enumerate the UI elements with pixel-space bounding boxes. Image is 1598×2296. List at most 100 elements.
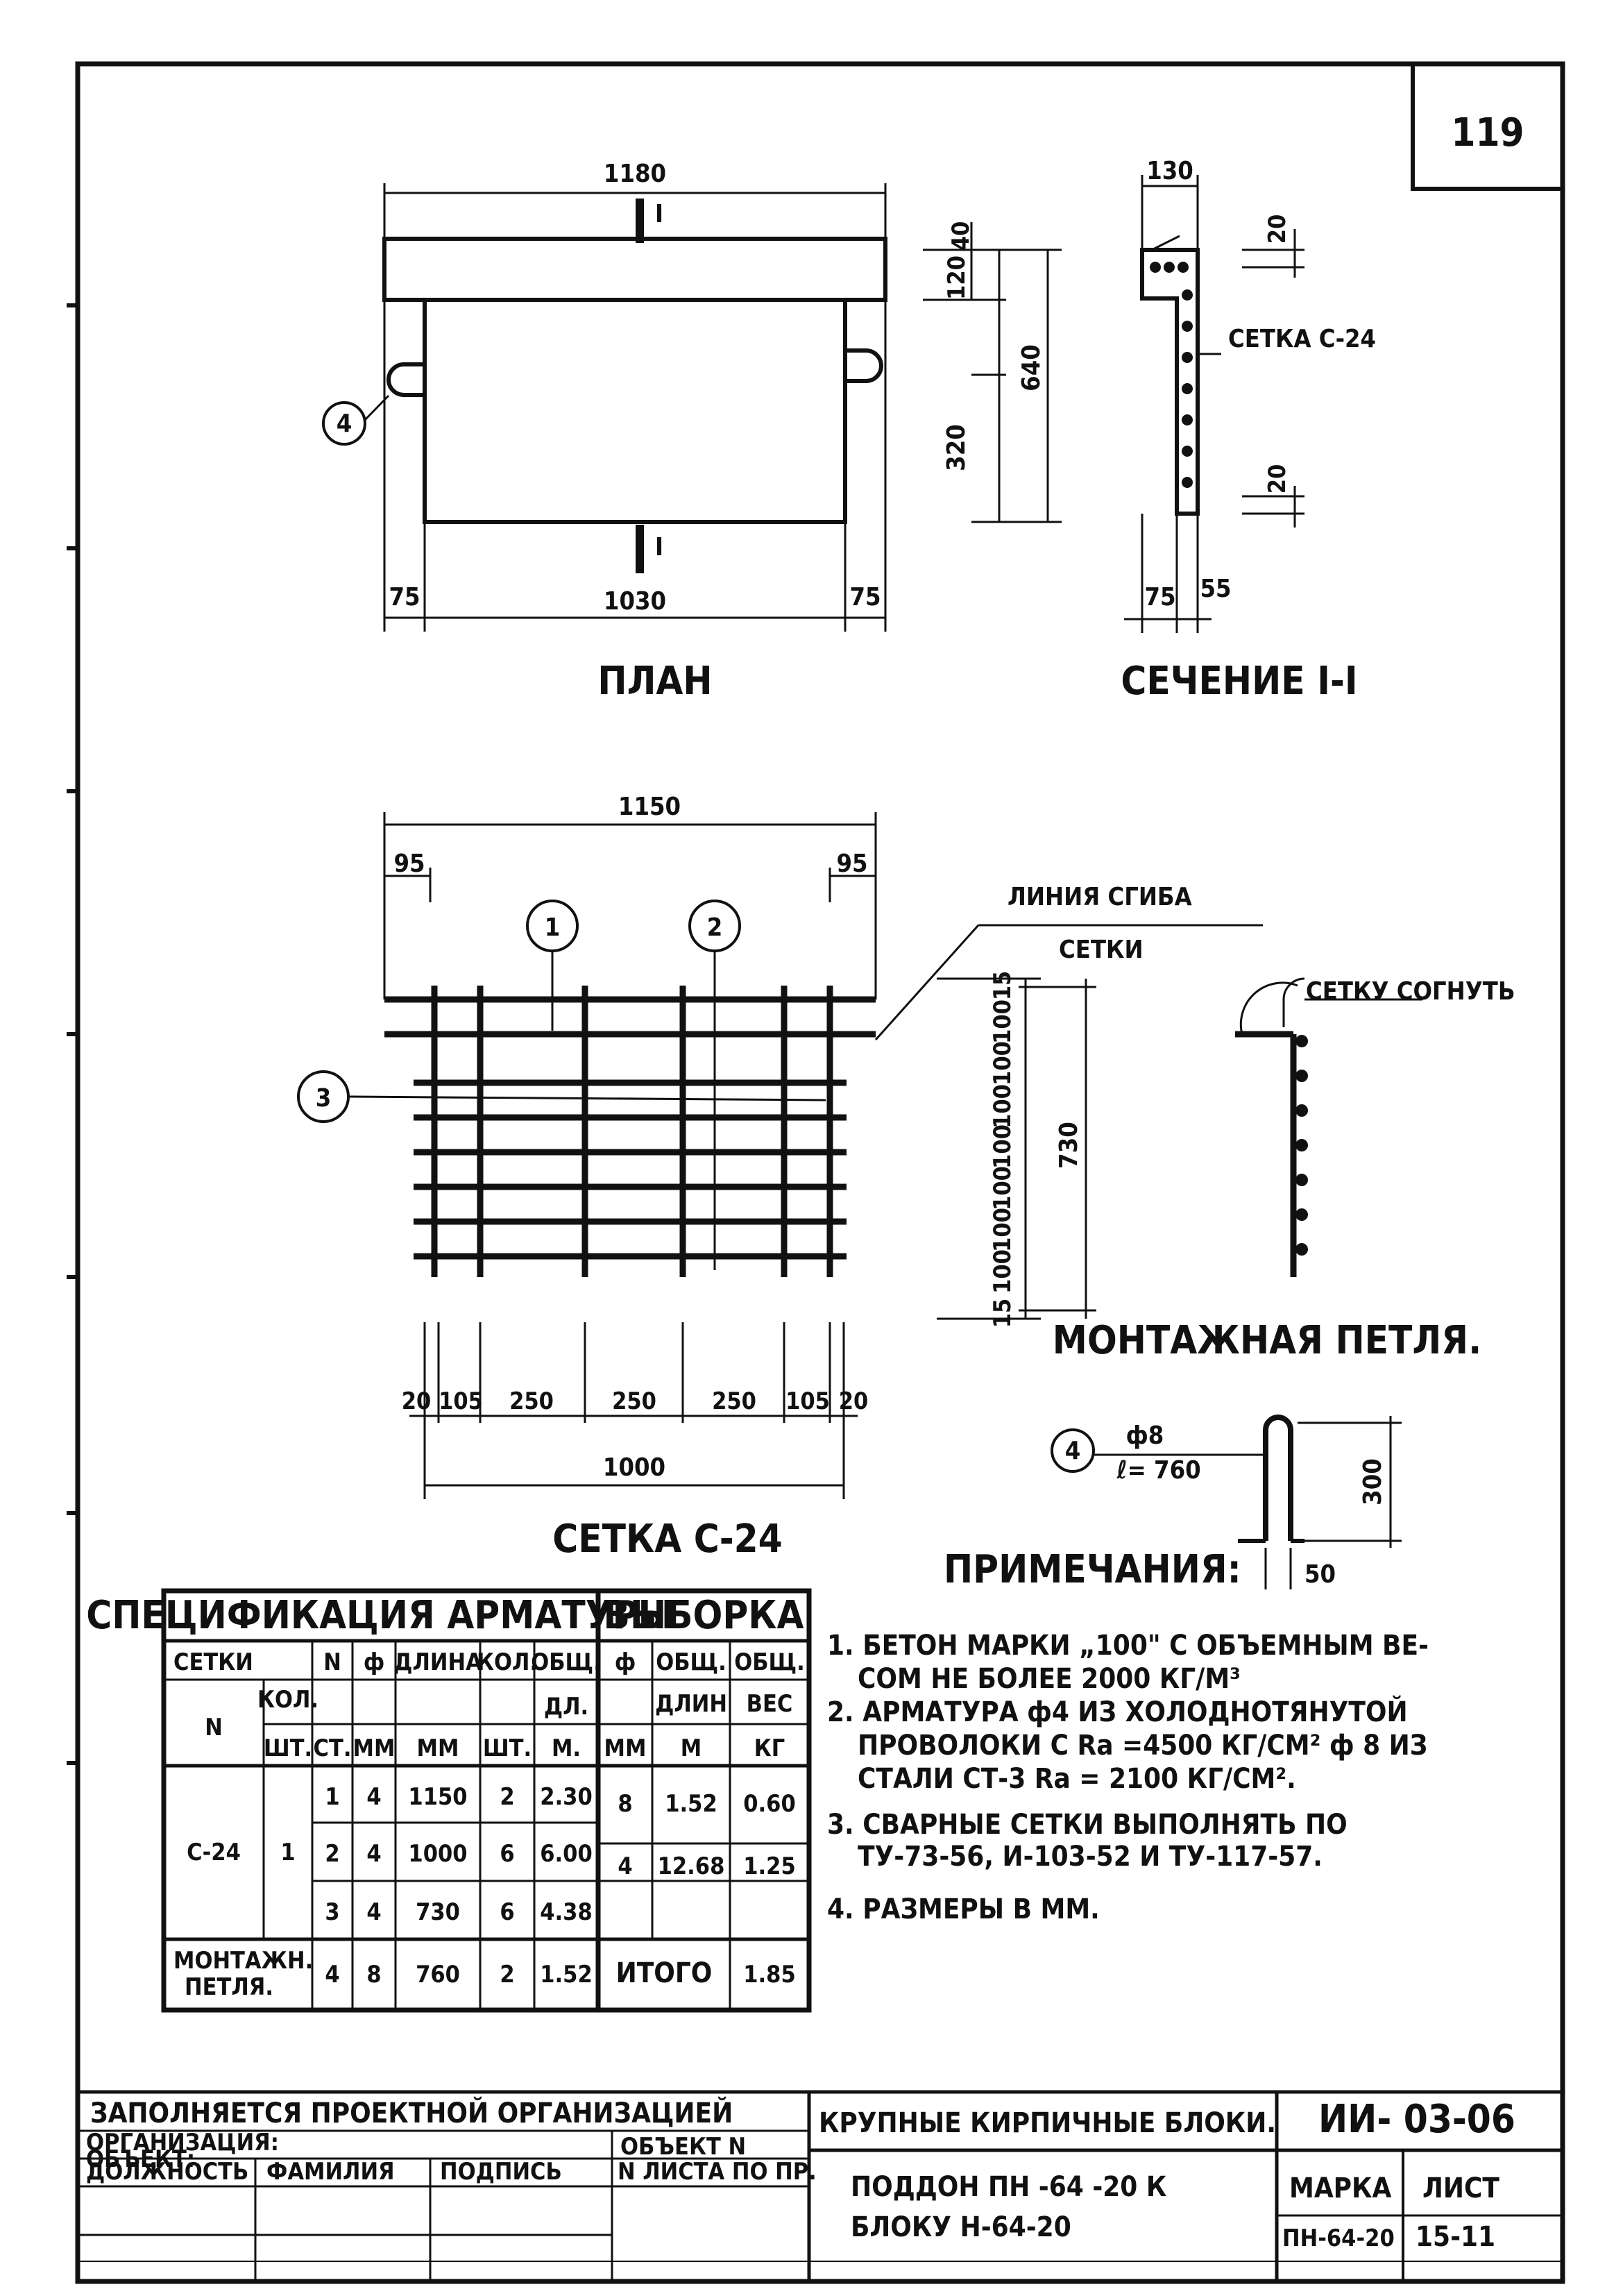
section-dim-20-top: 20 [1264,214,1291,244]
loop-dim-50: 50 [1304,1560,1336,1589]
sel2-wt: 1.25 [743,1852,795,1880]
th2-st: СТ. [314,1734,352,1762]
th2-sht: ШТ. [264,1734,312,1762]
note-line-5: 3. СВАРНЫЕ СЕТКИ ВЫПОЛНЯТЬ ПО [827,1809,1348,1841]
sheet-number-box [1411,62,1565,191]
stamp-sheet-no: N ЛИСТА ПО ПР. [618,2158,817,2186]
th2-mm: ММ [353,1734,396,1762]
stamp-drawing-title2: БЛОКУ Н-64-20 [851,2211,1071,2243]
stamp-sheet-value: 15-11 [1416,2221,1495,2253]
mesh-dim-1000: 1000 [603,1453,665,1482]
sel2-len: 12.68 [658,1852,725,1880]
mesh-rdim-8: 15 [989,1299,1017,1328]
loop-row-n: 4 [325,1961,339,1989]
stamp-position: ДОЛЖНОСТЬ [86,2158,248,2186]
table-mesh-name: С-24 [187,1839,241,1866]
mesh-rdim-0: 15 [989,971,1017,1001]
mesh-bdim-2: 250 [509,1387,554,1415]
section-rebars [1150,262,1193,488]
stamp-mark-label: МАРКА [1289,2172,1391,2204]
plan-loop-left [386,362,425,397]
th-obsh3: ОБЩ. [734,1648,805,1676]
th-phi2: ф [615,1648,636,1676]
th2-kol: КОЛ. [257,1686,318,1714]
mesh-rdim-1: 100 [989,999,1017,1044]
sel1-len: 1.52 [665,1790,717,1818]
row2-phi: 4 [366,1840,381,1868]
section-mesh-label: СЕТКА С-24 [1228,325,1376,353]
sel1-wt: 0.60 [743,1790,795,1818]
th2-ves: ВЕС [747,1690,793,1718]
mesh-rdim-6: 100 [989,1208,1017,1252]
mesh-bend-note: СЕТКУ СОГНУТЬ [1306,977,1515,1006]
plan-dim-bottom: 1030 [604,587,666,616]
sel1-phi: 8 [618,1790,632,1818]
th-phi: ф [364,1648,384,1676]
loop-row-obsh: 1.52 [540,1961,592,1989]
th2-dl: ДЛ. [544,1693,588,1721]
stamp-mark-value: ПН-64-20 [1282,2225,1395,2252]
section-dim-55: 55 [1200,575,1231,603]
mesh-longitudinal-bars [384,996,876,1260]
mesh-rdim-4: 100 [989,1124,1017,1169]
th2-m2: М [681,1734,702,1762]
mesh-bend-line-label2: СЕТКИ [1059,936,1144,964]
mesh-transverse-bars [431,986,833,1277]
row2-len: 1000 [408,1840,467,1868]
row3-kol: 6 [500,1898,514,1926]
binding-ticks [67,303,79,1765]
stamp-signature: ПОДПИСЬ [440,2158,562,2186]
mesh-bdim-5: 105 [785,1387,830,1415]
row3-phi: 4 [366,1898,381,1926]
section-dim-20-bot: 20 [1264,464,1291,494]
mesh-bdim-0: 20 [402,1387,432,1415]
section-dim-top: 130 [1146,157,1193,185]
loop-diameter: ф8 [1126,1421,1164,1450]
table-mesh-qty: 1 [280,1839,295,1866]
row1-kol: 2 [500,1783,514,1811]
th2-kg: КГ [754,1734,785,1762]
stamp-obj-n: ОБЪЕКТ N [620,2133,746,2161]
row2-obsh: 6.00 [540,1840,592,1868]
mesh-rdim-7: 100 [989,1249,1017,1294]
note-line-1: СОМ НЕ БОЛЕЕ 2000 КГ/М³ [858,1663,1241,1695]
row1-obsh: 2.30 [540,1783,592,1811]
th2-mm2: ММ [417,1734,459,1762]
mesh-bottom-dims: 20 105 250 250 250 105 20 [402,1387,869,1415]
th-obsh: ОБЩ. [531,1648,602,1676]
th2-sht2: ШТ. [483,1734,532,1762]
stamp-org: ОРГАНИЗАЦИЯ: [86,2129,279,2156]
loop-row-name-2: ПЕТЛЯ. [185,1973,273,2001]
row3-n: 3 [325,1898,339,1926]
mesh-rdim-5: 100 [989,1166,1017,1210]
loop-row-name-1: МОНТАЖН. [173,1947,313,1975]
mesh-dim-730: 730 [1055,1122,1083,1169]
plan-dim-left: 75 [389,583,420,611]
th2-dlin: ДЛИН [655,1690,727,1718]
loop-row-phi: 8 [366,1961,381,1989]
stamp-code: ИИ- 03-06 [1318,2097,1515,2142]
th-setki: СЕТКИ [173,1648,253,1676]
row1-len: 1150 [408,1783,467,1811]
mesh-ref-3: 3 [316,1084,332,1113]
sheet-number: 119 [1451,110,1524,155]
note-line-3: ПРОВОЛОКИ С Rа =4500 КГ/СМ² ф 8 ИЗ [858,1730,1427,1762]
plan-loop-ref-circle [322,401,366,446]
table-title-right: ВЫБОРКА [604,1593,804,1638]
row2-kol: 6 [500,1840,514,1868]
plan-body [423,298,847,524]
stamp-obj: ОБЪЕКТ: [86,2145,195,2173]
table-body: С-24 1 1 4 1150 2 2.30 2 4 1000 6 6.00 3… [173,1783,796,2001]
total-label: ИТОГО [616,1957,713,1989]
section-dim-75: 75 [1144,583,1175,611]
sel2-phi: 4 [618,1852,632,1880]
th2-n: N [205,1714,223,1741]
stamp-sheet-label: ЛИСТ [1422,2172,1499,2204]
loop-row-kol: 2 [500,1961,514,1989]
notes-title: ПРИМЕЧАНИЯ: [944,1547,1241,1592]
note-line-2: 2. АРМАТУРА ф4 ИЗ ХОЛОДНОТЯНУТОЙ [827,1695,1408,1728]
th-kol: КОЛ. [477,1648,538,1676]
mesh-bend-line-label: ЛИНИЯ СГИБА [1008,883,1192,911]
mesh-dim-total: 1150 [618,793,681,821]
total-value: 1.85 [743,1961,795,1989]
